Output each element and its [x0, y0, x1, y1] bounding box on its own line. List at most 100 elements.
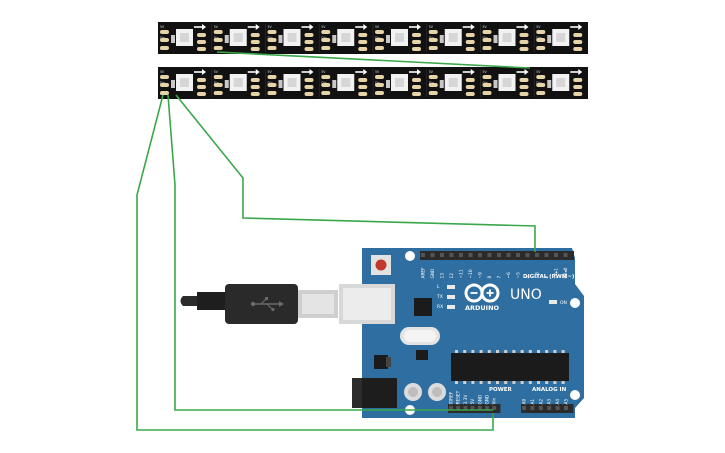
board-led	[447, 295, 455, 299]
solder-pad	[213, 75, 223, 79]
led-segment: 5VDinGND	[321, 69, 368, 96]
solder-pad	[358, 85, 368, 89]
header-pin[interactable]	[463, 406, 468, 410]
chip-pin	[553, 381, 557, 384]
solder-pad	[375, 30, 384, 34]
header-pin[interactable]	[468, 253, 473, 257]
header-pin[interactable]	[485, 406, 489, 410]
header-pin[interactable]	[530, 406, 535, 410]
header-pin[interactable]	[506, 253, 511, 257]
header-pin[interactable]	[478, 253, 482, 257]
header-pin[interactable]	[459, 253, 463, 257]
solder-pad	[412, 40, 421, 44]
led-chip	[287, 33, 297, 42]
solder-pad	[213, 38, 223, 42]
header-pin[interactable]	[564, 406, 568, 410]
header-pin[interactable]	[430, 253, 435, 257]
solder-pad	[250, 33, 260, 37]
header-pin[interactable]	[440, 253, 444, 257]
pad-label: 5V	[268, 25, 273, 29]
solder-pad	[573, 78, 583, 82]
pin-label: Vin	[492, 397, 498, 404]
arrow-right-icon	[516, 69, 529, 75]
chip-pin	[455, 381, 458, 384]
wire-strip-chain[interactable]	[216, 51, 531, 69]
led-strip-1[interactable]: 5VDinGND5VDinGND5VDinGND5VDinGND5VDinGND…	[158, 22, 588, 54]
chip-pin	[455, 350, 458, 353]
pin-label: GND	[430, 268, 436, 279]
arrow-right-icon	[301, 69, 314, 75]
header-pin[interactable]	[547, 406, 552, 410]
header-pin[interactable]	[554, 253, 558, 257]
usb-chip	[414, 298, 432, 316]
solder-pad	[536, 30, 546, 34]
solder-pad	[321, 38, 331, 42]
header-pin[interactable]	[477, 406, 482, 410]
solder-pad	[304, 33, 314, 37]
solder-pad	[573, 47, 583, 51]
solder-pad	[428, 30, 438, 34]
chip-pin	[463, 381, 467, 384]
led-segment: 5VDinGND	[428, 69, 475, 96]
header-pin[interactable]	[470, 406, 475, 410]
solder-pad	[375, 46, 384, 50]
header-pin[interactable]	[492, 406, 497, 410]
header-pin[interactable]	[516, 253, 520, 257]
pin-label: GND	[477, 394, 483, 405]
header-pin[interactable]	[421, 253, 425, 257]
solder-pad	[428, 91, 438, 95]
solder-pad	[519, 47, 529, 51]
reset-button[interactable]	[375, 259, 387, 271]
board-led	[447, 285, 455, 289]
pin-label: TX▸1	[554, 268, 560, 280]
pin-label: RESET	[456, 390, 462, 404]
pin-label: A3	[547, 399, 553, 405]
chip-pin	[561, 350, 565, 353]
header-pin[interactable]	[487, 253, 492, 257]
wire-data-to-pin[interactable]	[175, 94, 536, 252]
header-pin[interactable]	[535, 253, 539, 257]
header-pin[interactable]	[525, 253, 530, 257]
on-led-label: ON	[560, 300, 567, 306]
solder-pad	[160, 75, 169, 79]
chip-pin	[528, 350, 532, 353]
header-pin[interactable]	[538, 406, 543, 410]
led-chip	[180, 33, 189, 42]
led-chip	[341, 78, 351, 87]
chip-pin	[471, 350, 475, 353]
header-pin[interactable]	[449, 253, 454, 257]
solder-pad	[428, 38, 438, 42]
header-pin[interactable]	[456, 406, 461, 410]
led-strip-2[interactable]: 5VDinGND5VDinGND5VDinGND5VDinGND5VDinGND…	[158, 67, 588, 99]
pin-label: A5	[564, 399, 570, 405]
header-pin[interactable]	[555, 406, 560, 410]
pin-label: 13	[440, 273, 446, 279]
solder-pad	[465, 85, 475, 89]
chip-pin	[496, 381, 499, 384]
header-pin[interactable]	[522, 406, 526, 410]
cable-strain-relief	[197, 292, 227, 310]
wire-5v[interactable]	[167, 94, 493, 411]
pad-label: 5V	[160, 70, 165, 74]
solder-pad	[197, 33, 206, 37]
header-pin[interactable]	[449, 406, 453, 410]
small-chip	[416, 350, 428, 360]
resistor	[493, 80, 498, 88]
pin-label: A0	[522, 399, 528, 405]
solder-pad	[197, 47, 206, 51]
led-segment: 5VDinGND	[482, 69, 529, 96]
header-pin[interactable]	[497, 253, 501, 257]
header-pin[interactable]	[544, 253, 549, 257]
pin-label: 8	[487, 276, 493, 279]
arrow-right-icon	[570, 69, 583, 75]
pin-label: ~5	[516, 272, 522, 279]
wire-gnd[interactable]	[136, 94, 494, 431]
header-pin[interactable]	[563, 253, 568, 257]
solder-pad	[482, 46, 492, 50]
pin-label: ~3	[535, 272, 541, 279]
resistor	[171, 80, 175, 88]
chip-pin	[504, 350, 508, 353]
mount-hole-top-left	[405, 251, 415, 261]
